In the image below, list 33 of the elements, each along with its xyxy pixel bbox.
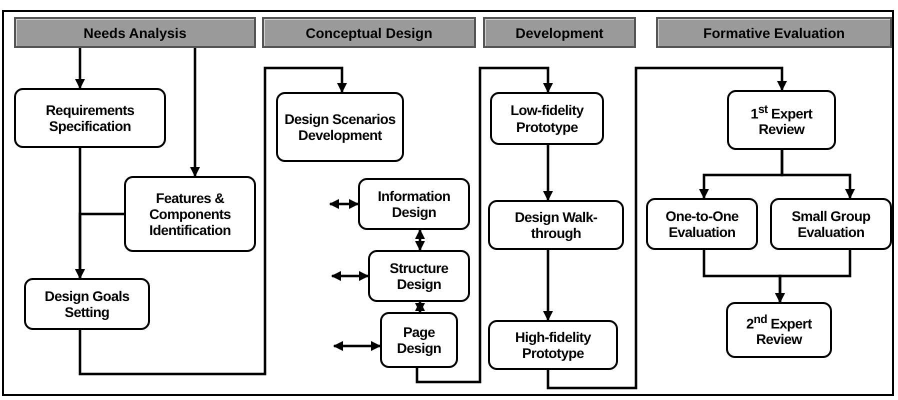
process-box: One-to-One Evaluation [646, 198, 758, 250]
process-box: Information Design [358, 178, 470, 230]
arrow [331, 271, 369, 281]
process-box: Design Walk-through [488, 200, 624, 250]
process-box: 2$^{nd}$ Expert Review [726, 302, 832, 358]
process-box: Page Design [380, 312, 458, 368]
arrow [775, 250, 852, 303]
phase-header: Development [483, 17, 636, 48]
arrow [780, 150, 855, 199]
process-box: Design Goals Setting [24, 278, 150, 330]
process-box: Structure Design [368, 250, 470, 302]
process-box: High-fidelity Prototype [488, 320, 618, 370]
arrow [75, 48, 85, 89]
phase-header: Formative Evaluation [656, 17, 892, 48]
process-box: 1$^{st}$ Expert Review [727, 90, 836, 150]
phase-header: Needs Analysis [14, 17, 256, 48]
arrow [78, 66, 347, 376]
phase-header: Conceptual Design [262, 17, 476, 48]
arrow [416, 66, 553, 384]
process-box: Features & Components Identification [124, 176, 256, 252]
process-box: Requirements Specification [14, 88, 166, 148]
arrow [75, 212, 124, 279]
process-box: Small Group Evaluation [770, 198, 892, 250]
arrow [543, 250, 553, 321]
process-box: Design Scenarios Development [276, 92, 404, 162]
arrow [543, 145, 553, 201]
arrow [546, 66, 787, 390]
arrow [415, 229, 425, 251]
arrow [415, 301, 425, 313]
arrow [333, 341, 381, 351]
arrow [329, 199, 359, 209]
process-box: Low-fidelity Prototype [490, 92, 604, 145]
arrow [190, 48, 200, 177]
